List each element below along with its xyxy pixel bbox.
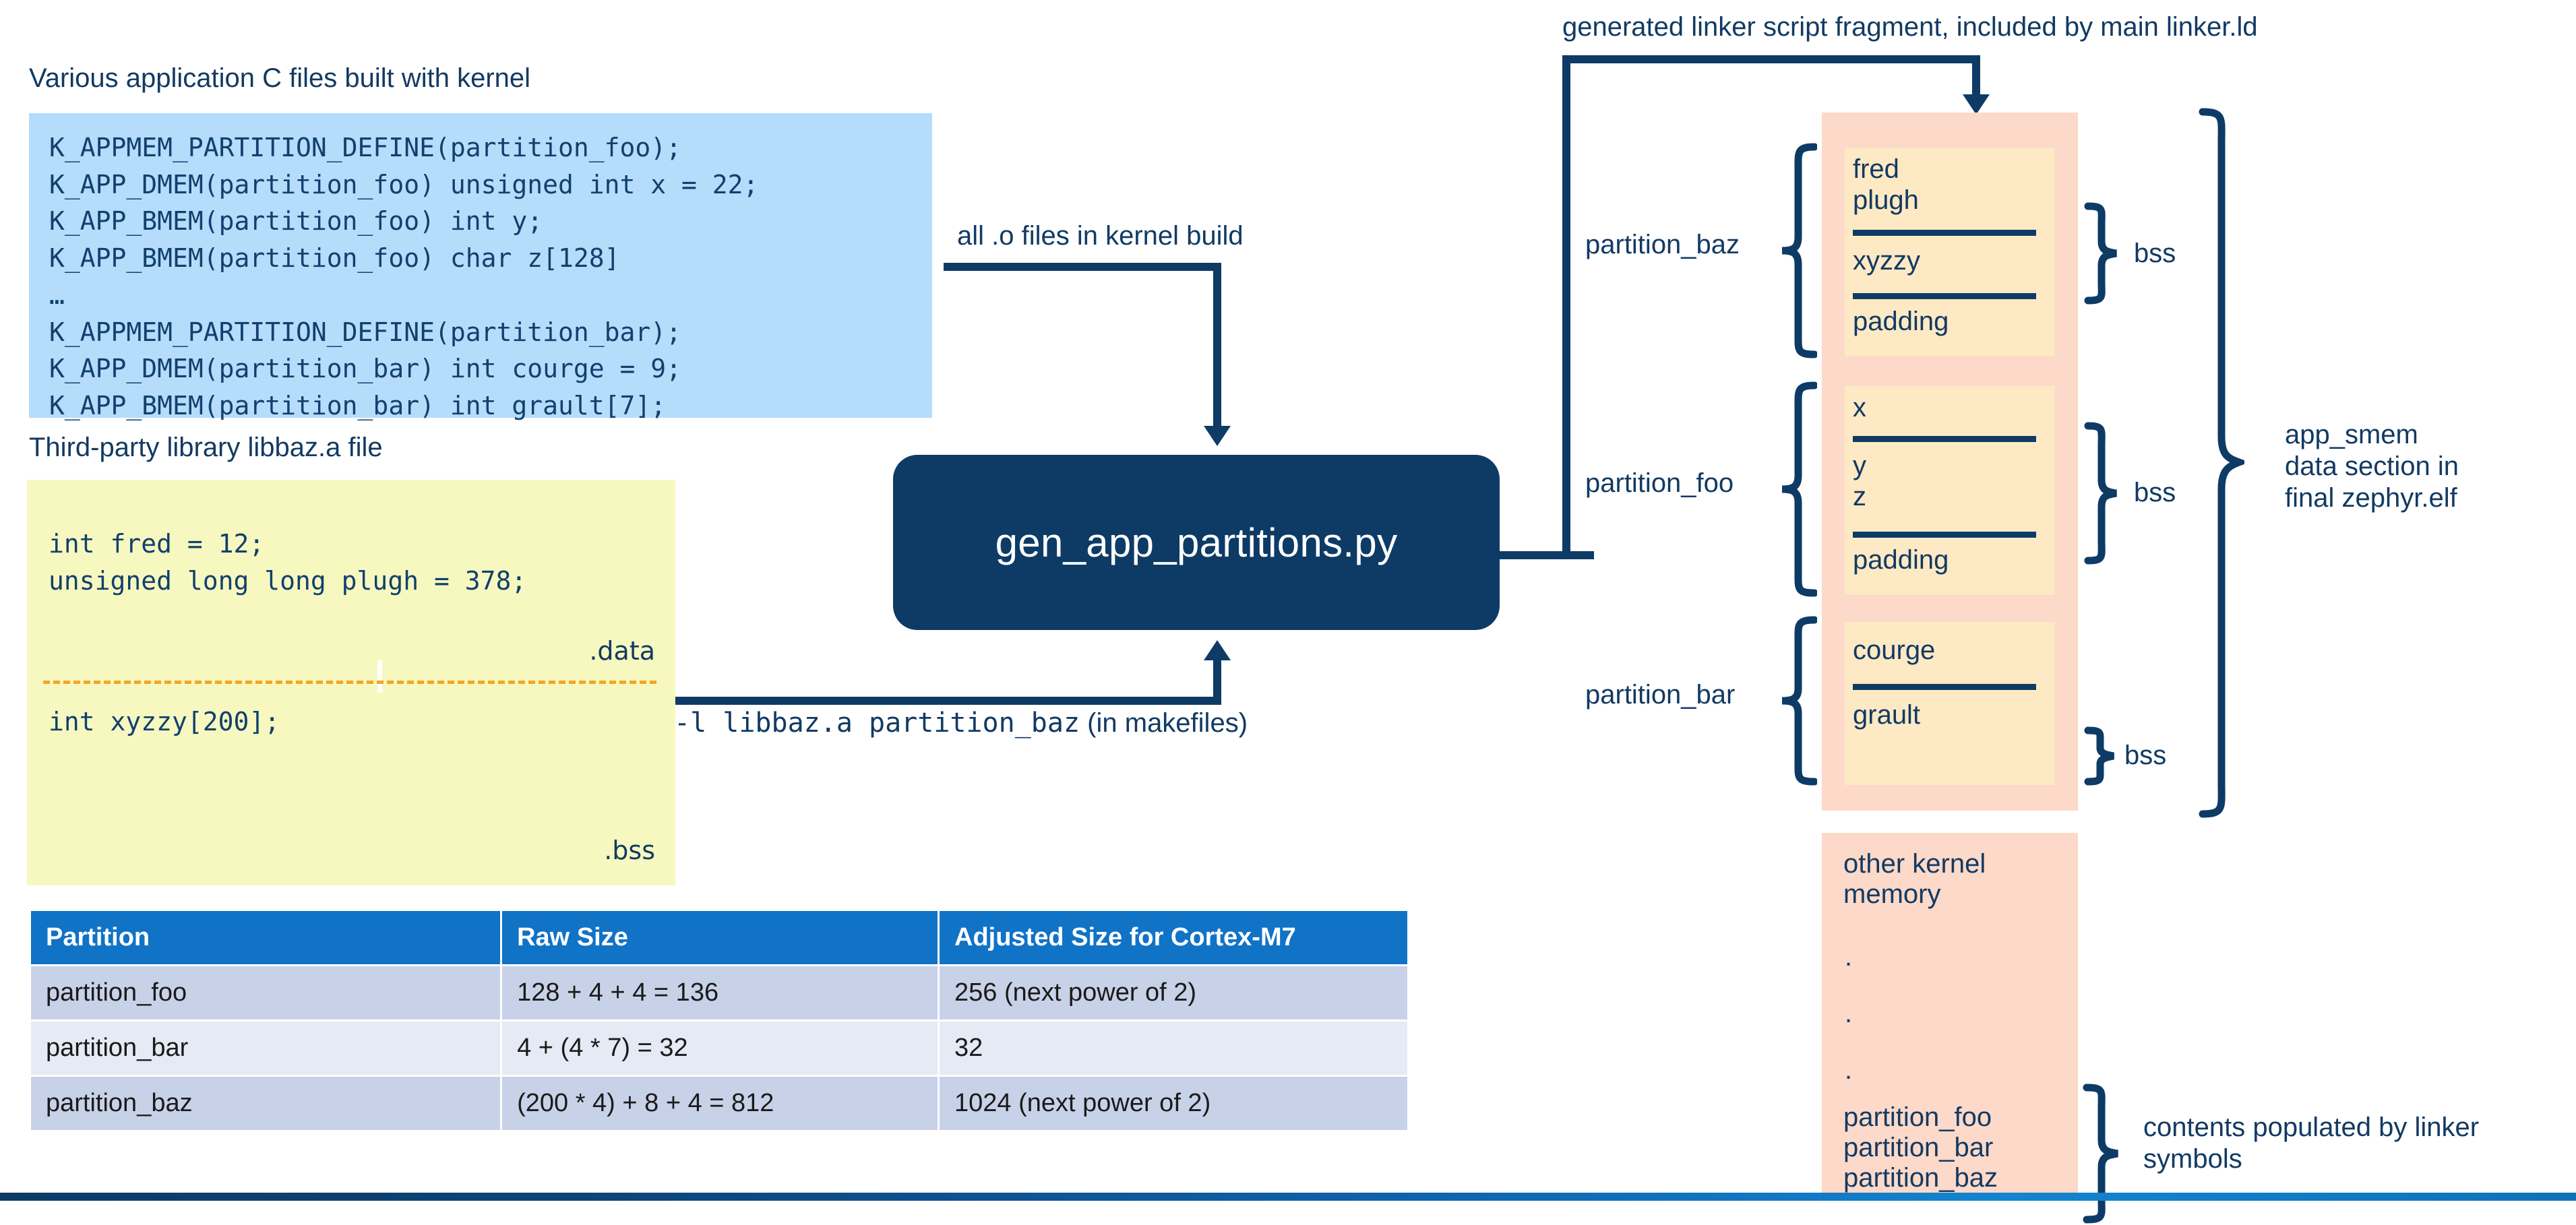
- section-divider-dashed: [43, 681, 656, 684]
- slot-entry-x: x: [1853, 393, 1866, 422]
- third-party-caption: Third-party library libbaz.a file: [29, 433, 383, 462]
- partition-bar-slot: courge grault: [1845, 622, 2055, 785]
- table-header-adjusted-size: Adjusted Size for Cortex-M7: [938, 909, 1409, 966]
- slot-entry-z: z: [1853, 482, 1866, 511]
- table-row: partition_foo 128 + 4 + 4 = 136 256 (nex…: [28, 964, 1409, 1022]
- brace-bss-foo: [2084, 422, 2117, 565]
- white-tick-mark: [377, 660, 382, 693]
- partition-baz-name: partition_baz: [1585, 230, 1740, 259]
- linker-symbols-label: contents populated by linker symbols: [2143, 1112, 2480, 1174]
- table-cell-partition: partition_baz: [28, 1075, 503, 1132]
- linker-edge-top: [1562, 55, 1980, 63]
- bss-label-bar: bss: [2124, 741, 2167, 770]
- slot-rule-foo-bottom: [1853, 532, 2036, 538]
- bss-label-foo: bss: [2134, 478, 2176, 507]
- table-header-raw-size: Raw Size: [500, 909, 940, 966]
- slot-entry-baz-padding: padding: [1853, 307, 1949, 336]
- app-c-code-text: K_APPMEM_PARTITION_DEFINE(partition_foo)…: [49, 133, 759, 421]
- other-kernel-memory-region: other kernel memory . . . partition_foo …: [1822, 833, 2078, 1201]
- libbaz-data-code-text: int fred = 12; unsigned long long plugh …: [49, 529, 527, 596]
- slot-rule-baz-bottom: [1853, 293, 2036, 299]
- libbaz-bss-code-text: int xyzzy[200];: [49, 707, 280, 736]
- objects-edge-down: [1213, 263, 1221, 426]
- slot-rule-foo-top: [1853, 436, 2036, 442]
- brace-bss-baz: [2084, 202, 2117, 305]
- linker-edge-vertical: [1562, 55, 1570, 559]
- bss-section-tag: .bss: [604, 836, 655, 865]
- objects-edge-horizontal: [944, 263, 1221, 271]
- partition-bar-name: partition_bar: [1585, 680, 1736, 710]
- table-row: partition_bar 4 + (4 * 7) = 32 32: [28, 1019, 1409, 1077]
- other-kernel-memory-title: other kernel memory: [1843, 849, 1986, 909]
- app-smem-region: fred plugh xyzzy padding x y z padding c…: [1822, 113, 2078, 811]
- table-header-row: Partition Raw Size Adjusted Size for Cor…: [28, 909, 1409, 966]
- table-cell-raw-size: 4 + (4 * 7) = 32: [500, 1019, 940, 1077]
- objects-edge-label: all .o files in kernel build: [957, 221, 1244, 251]
- brace-partition-bar: [1781, 616, 1817, 786]
- slot-rule-baz-top: [1853, 230, 2036, 236]
- linker-fragment-caption: generated linker script fragment, includ…: [1562, 12, 2258, 42]
- partition-baz-slot: fred plugh xyzzy padding: [1845, 148, 2055, 356]
- table-cell-adjusted-size: 256 (next power of 2): [938, 964, 1409, 1022]
- gen-app-partitions-node[interactable]: gen_app_partitions.py: [893, 455, 1500, 630]
- other-kernel-memory-symbols: partition_foo partition_bar partition_ba…: [1843, 1102, 1998, 1193]
- libs-edge-label-mono: -l libbaz.a partition_baz: [674, 708, 1080, 739]
- brace-partition-baz: [1781, 143, 1817, 358]
- brace-linker-symbols: [2083, 1083, 2118, 1224]
- partition-foo-name: partition_foo: [1585, 468, 1734, 498]
- linker-edge-arrowhead: [1963, 94, 1990, 115]
- slot-rule-bar: [1853, 684, 2036, 690]
- slot-entry-xyzzy: xyzzy: [1853, 246, 1920, 276]
- data-section-tag: .data: [589, 636, 655, 666]
- gen-app-partitions-label: gen_app_partitions.py: [995, 520, 1398, 565]
- libs-edge-up: [1213, 660, 1221, 705]
- libs-edge-label-suffix: (in makefiles): [1080, 708, 1248, 738]
- slot-entry-grault: grault: [1853, 700, 1921, 730]
- table-cell-partition: partition_bar: [28, 1019, 503, 1077]
- libs-edge-horizontal: [675, 697, 1221, 705]
- slot-entry-plugh: plugh: [1853, 185, 1919, 215]
- brace-bss-bar: [2084, 726, 2114, 786]
- brace-app-smem: [2199, 108, 2244, 818]
- libs-edge-label: -l libbaz.a partition_baz (in makefiles): [674, 708, 1248, 739]
- app-smem-label: app_smem data section in final zephyr.el…: [2285, 420, 2459, 513]
- table-cell-raw-size: (200 * 4) + 8 + 4 = 812: [500, 1075, 940, 1132]
- table-row: partition_baz (200 * 4) + 8 + 4 = 812 10…: [28, 1075, 1409, 1132]
- linker-edge-from-node: [1492, 551, 1594, 559]
- slot-entry-fred: fred: [1853, 154, 1899, 184]
- table-header-partition: Partition: [28, 909, 503, 966]
- slot-entry-foo-padding: padding: [1853, 545, 1949, 575]
- bottom-accent-bar: [0, 1193, 2576, 1201]
- partition-foo-slot: x y z padding: [1845, 386, 2055, 595]
- bss-label-baz: bss: [2134, 239, 2176, 268]
- libbaz-code-panel: int fred = 12; unsigned long long plugh …: [27, 480, 675, 885]
- brace-partition-foo: [1781, 381, 1817, 597]
- linker-edge-down: [1972, 55, 1980, 98]
- app-c-code-panel: K_APPMEM_PARTITION_DEFINE(partition_foo)…: [29, 113, 932, 420]
- app-files-caption: Various application C files built with k…: [29, 63, 531, 93]
- table-cell-adjusted-size: 1024 (next power of 2): [938, 1075, 1409, 1132]
- slot-entry-y: y: [1853, 451, 1866, 480]
- table-cell-raw-size: 128 + 4 + 4 = 136: [500, 964, 940, 1022]
- objects-edge-arrowhead: [1204, 426, 1231, 446]
- partition-size-table: Partition Raw Size Adjusted Size for Cor…: [28, 909, 1409, 1132]
- libs-edge-arrowhead: [1204, 640, 1231, 660]
- other-kernel-memory-ellipsis: . . .: [1845, 942, 1853, 1085]
- table-cell-partition: partition_foo: [28, 964, 503, 1022]
- slot-entry-courge: courge: [1853, 635, 1936, 665]
- table-cell-adjusted-size: 32: [938, 1019, 1409, 1077]
